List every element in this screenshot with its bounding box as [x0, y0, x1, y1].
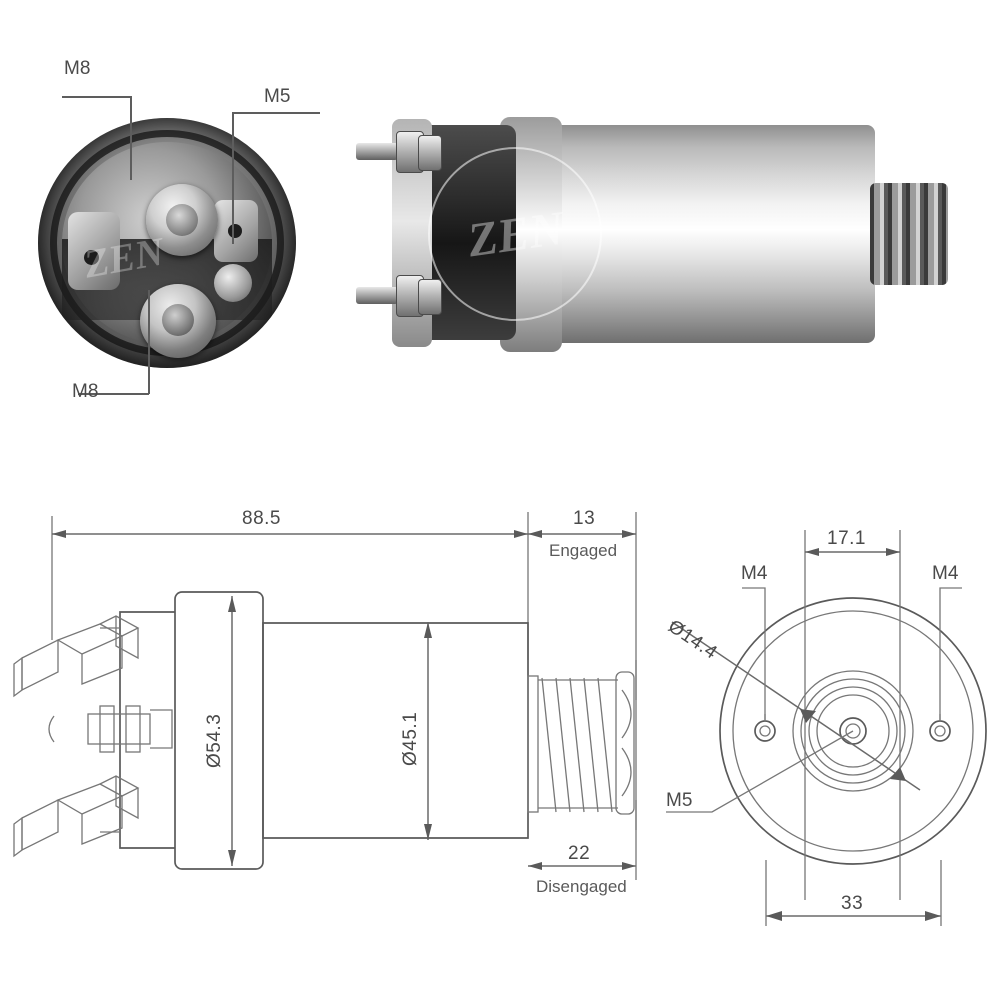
dim-label-overall-length: 88.5	[242, 508, 281, 529]
dim-label-flange-diameter: Ø54.3	[204, 713, 225, 768]
lower-terminal-stud	[356, 287, 398, 304]
callout-line-m8-top-v	[130, 96, 132, 180]
callout-line-m8-bottom-h	[78, 393, 149, 395]
state-label-disengaged: Disengaged	[536, 877, 627, 896]
callout-label-m5: M5	[264, 86, 291, 107]
lower-m8-terminal	[140, 284, 216, 358]
callout-line-m5-end	[666, 730, 854, 813]
dim-hole-spacing-outer	[765, 860, 942, 926]
dim-flange-diameter	[228, 596, 236, 866]
dim-label-disengaged-stroke: 22	[568, 843, 591, 864]
callout-label-m5-end: M5	[666, 790, 693, 811]
dim-label-body-diameter: Ø45.1	[400, 711, 421, 766]
callout-label-m4-right: M4	[932, 563, 959, 584]
lower-terminal-washer	[418, 279, 442, 315]
callout-label-m4-left: M4	[741, 563, 768, 584]
dim-label-hole-spacing-inner: 17.1	[827, 528, 866, 549]
callout-line-m5-h	[232, 112, 320, 114]
leader-bore-diameter	[671, 621, 921, 791]
upper-terminal-stud	[356, 143, 398, 160]
m5-control-terminal	[214, 264, 252, 302]
watermark-ring	[428, 147, 602, 321]
upper-terminal-washer	[418, 135, 442, 171]
callout-label-m8-bottom: M8	[72, 381, 99, 402]
front-end-view-photo: ZEN	[38, 118, 296, 368]
lower-terminal-assembly-drawing	[13, 775, 140, 858]
dim-label-hole-spacing-outer: 33	[841, 893, 864, 914]
state-label-engaged: Engaged	[549, 541, 618, 560]
dim-overall-length	[51, 512, 529, 660]
left-bracket-tab	[68, 212, 120, 290]
callout-line-m5-v	[232, 112, 234, 244]
side-profile-photo: ZEN	[350, 95, 950, 370]
dim-body-diameter	[424, 622, 432, 840]
housing-face: ZEN	[62, 142, 272, 358]
upper-m8-terminal	[146, 184, 218, 256]
plunger-bellows-drawing	[527, 660, 637, 830]
callout-label-m8-top: M8	[64, 58, 91, 79]
plunger-bellows-nose	[870, 183, 948, 285]
upper-terminal-assembly-drawing	[13, 615, 140, 698]
dim-label-engaged-stroke: 13	[573, 508, 596, 529]
callout-line-m8-top-h	[62, 96, 131, 98]
right-bracket-tab	[214, 200, 258, 262]
callout-line-m4-right	[939, 587, 962, 722]
callout-line-m4-left	[742, 587, 766, 722]
solenoid-body-outline	[100, 591, 529, 870]
dim-disengaged-stroke	[528, 800, 637, 880]
mid-control-terminal-drawing	[48, 705, 173, 753]
callout-line-m8-bottom-v	[148, 290, 150, 394]
